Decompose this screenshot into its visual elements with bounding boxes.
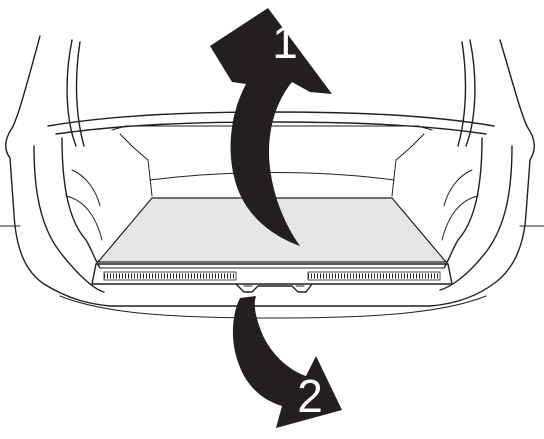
- step-2-label: 2: [297, 370, 323, 422]
- lift-up-arrow: [210, 8, 332, 246]
- pull-out-arrow: [232, 296, 342, 428]
- car-body-outline: [0, 35, 544, 319]
- trunk-hinge-arms: [66, 39, 476, 147]
- trunk-interior-walls: [61, 133, 483, 269]
- step-1-label: 1: [272, 16, 298, 68]
- trunk-sill-plate: [91, 263, 453, 293]
